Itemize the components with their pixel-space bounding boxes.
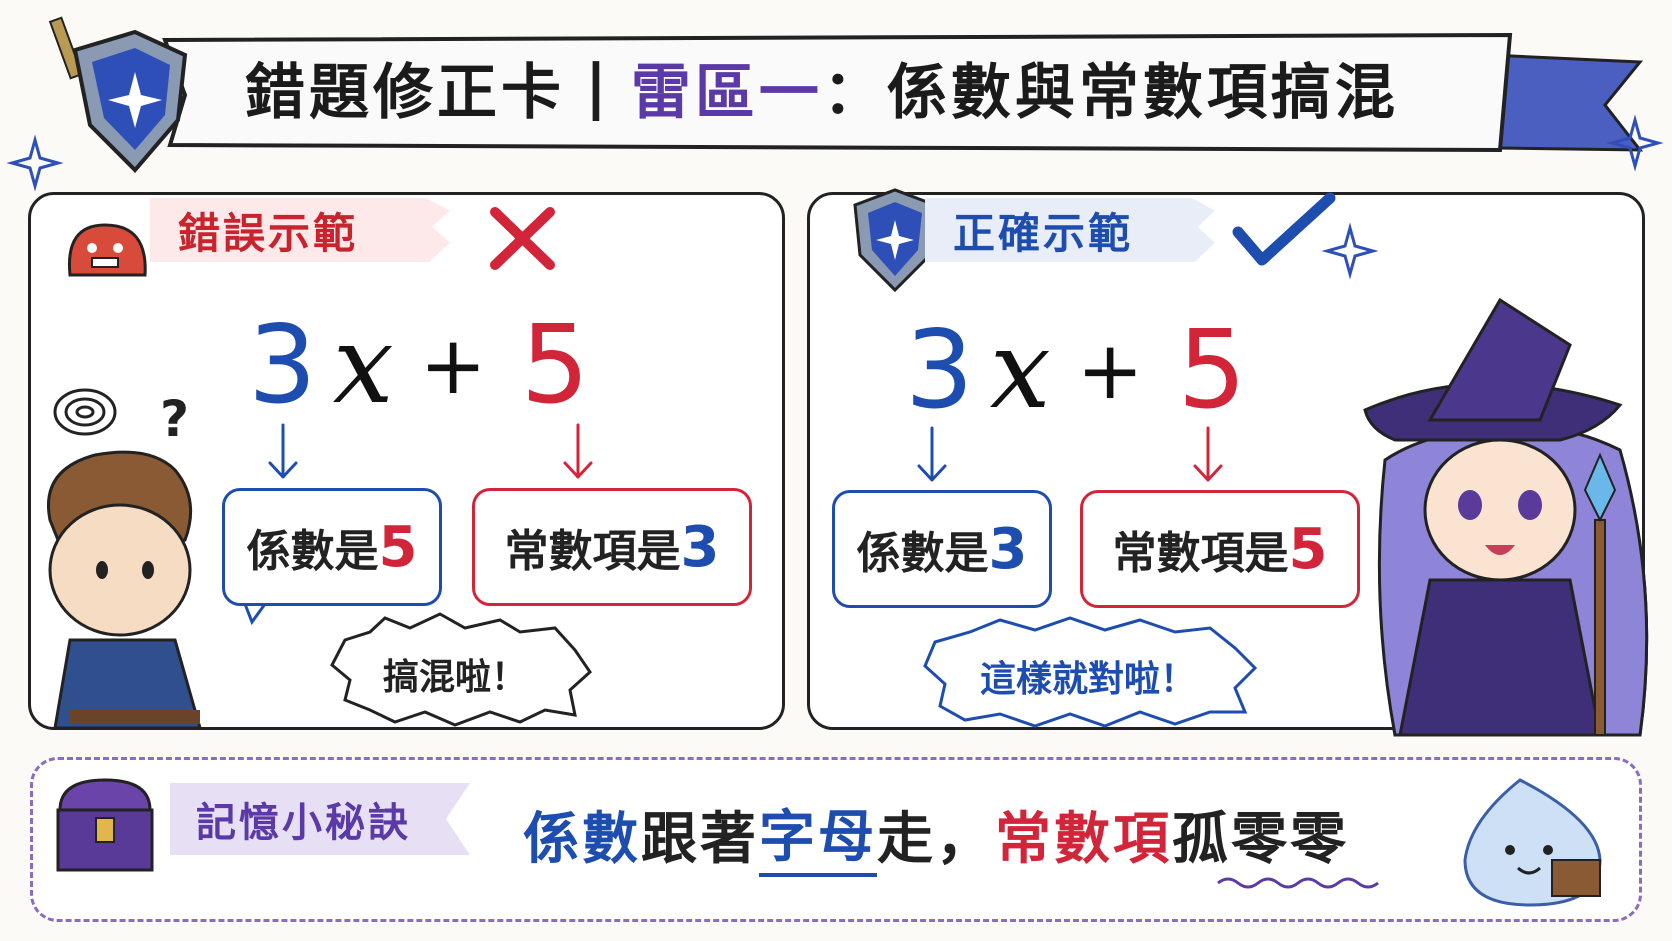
correct-expression: 3 x + 5 — [905, 308, 1246, 433]
box-label: 係數是 — [246, 526, 379, 577]
title-topic: 係數與常數項搞混 — [886, 57, 1399, 128]
title-separator: | — [585, 52, 611, 122]
title-main: 錯題修正卡 — [245, 57, 565, 128]
expr-variable: x — [989, 307, 1051, 433]
expr-coefficient: 3 — [905, 307, 974, 433]
box-label: 常數項是 — [504, 526, 681, 577]
box-value: 5 — [1288, 516, 1328, 582]
correct-constant-box: 常數項是 5 — [1080, 490, 1360, 608]
memory-tip-tag: 記憶小秘訣 — [170, 783, 470, 855]
wrong-constant-box: 常數項是 3 — [472, 488, 752, 606]
wrong-example-tag: 錯誤示範 — [150, 198, 450, 262]
box-value: 3 — [680, 514, 720, 580]
title-zone: 雷區一 — [630, 57, 823, 128]
expr-operator: + — [1076, 323, 1144, 417]
tip-constant: 常數項 — [995, 806, 1172, 872]
box-label: 係數是 — [856, 528, 989, 579]
sword-icon — [48, 16, 84, 80]
correct-example-panel — [807, 192, 1645, 730]
wrong-coefficient-box: 係數是 5 — [222, 488, 442, 606]
correct-example-tag: 正確示範 — [925, 198, 1215, 262]
memory-tip-text: 係數 跟著 字母 走， 常數項 孤零零 — [523, 796, 1349, 877]
expr-variable: x — [332, 302, 394, 428]
expr-operator: + — [419, 318, 487, 412]
correct-coefficient-box: 係數是 3 — [832, 490, 1052, 608]
tip-coefficient: 係數 — [523, 806, 641, 872]
page-title: 錯題修正卡 | 雷區一 ： 係數與常數項搞混 — [245, 42, 1485, 132]
correct-exclaim: 這樣就對啦！ — [980, 659, 1197, 700]
wrong-exclaim: 搞混啦！ — [383, 657, 528, 698]
expr-coefficient: 3 — [248, 302, 317, 428]
question-mark: ? — [160, 390, 190, 448]
title-colon: ： — [822, 57, 887, 128]
box-value: 3 — [988, 516, 1028, 582]
tip-letter: 字母 — [759, 792, 877, 877]
box-label: 常數項是 — [1112, 528, 1289, 579]
expr-constant: 5 — [520, 302, 590, 428]
wrong-expression: 3 x + 5 — [248, 303, 589, 428]
shield-icon — [72, 29, 188, 173]
expr-constant: 5 — [1177, 307, 1247, 433]
tip-alone: 孤零零 — [1172, 806, 1349, 872]
box-value: 5 — [378, 514, 418, 580]
tip-follow: 跟著 — [641, 806, 759, 872]
tip-walk: 走， — [877, 806, 995, 872]
